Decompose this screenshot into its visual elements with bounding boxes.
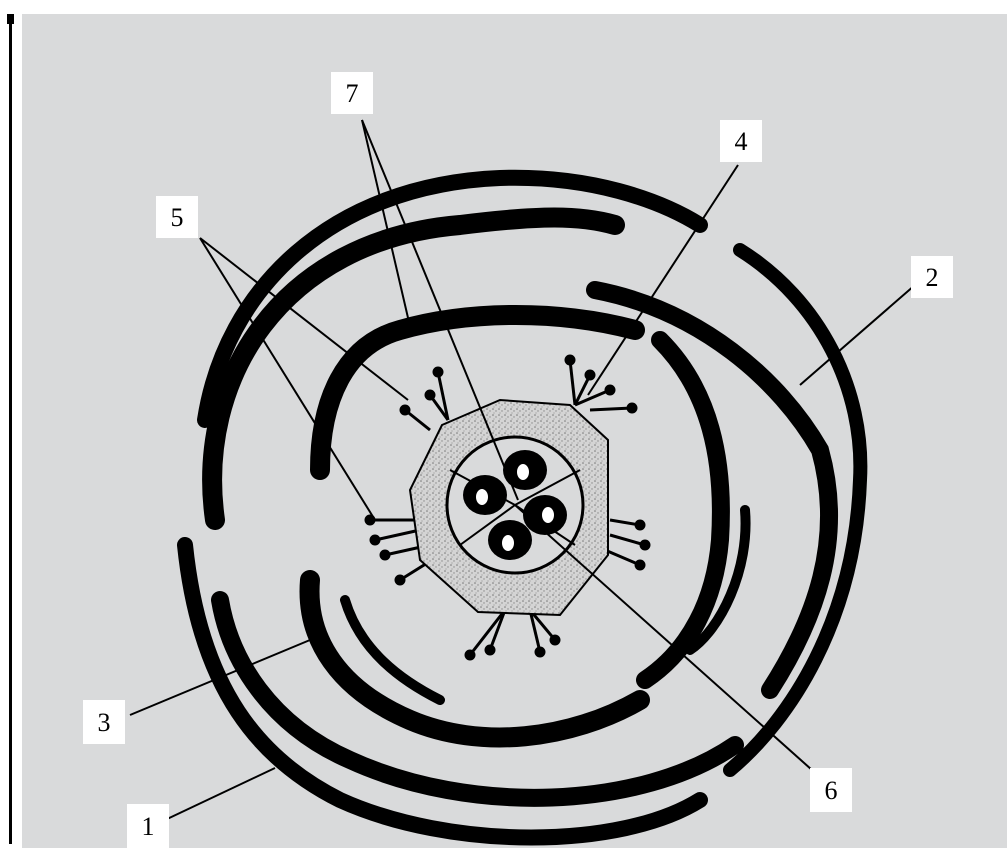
label-6: 6 [810,768,852,812]
label-2: 2 [911,256,953,298]
label-7: 7 [331,72,373,114]
label-4-text: 4 [735,127,748,156]
label-1-text: 1 [142,812,155,841]
label-1: 1 [127,804,169,848]
stamen-group-right [605,520,649,569]
label-5-text: 5 [171,203,184,232]
leader-1 [165,768,275,820]
label-5: 5 [156,196,198,238]
label-3-text: 3 [98,708,111,737]
stamen-group-bottom [466,610,559,659]
label-2-text: 2 [926,263,939,292]
label-6-text: 6 [825,776,838,805]
label-4: 4 [720,120,762,162]
leader-3 [130,640,310,715]
label-7-text: 7 [346,79,359,108]
label-3: 3 [83,700,125,744]
